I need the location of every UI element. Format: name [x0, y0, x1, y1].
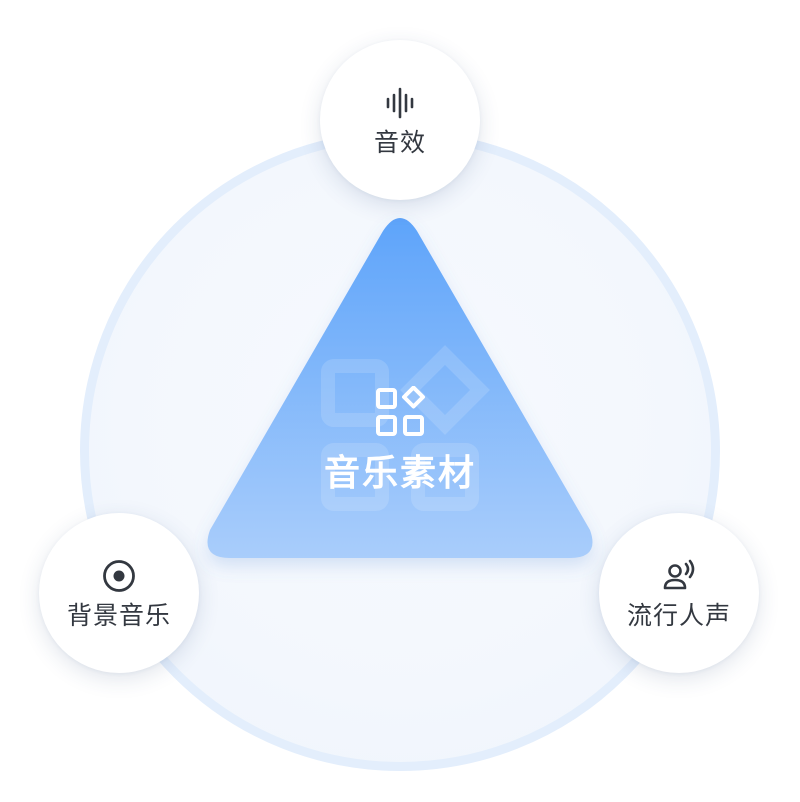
node-label: 音效: [373, 127, 426, 157]
vinyl-record-icon: [102, 559, 136, 593]
node-sound-effects[interactable]: 音效: [320, 40, 480, 200]
decorative-shapes: [321, 345, 490, 511]
grid-diamond-icon: [376, 386, 425, 436]
waveform-icon: [383, 86, 417, 120]
node-label: 背景音乐: [66, 600, 171, 630]
node-label: 流行人声: [626, 600, 731, 630]
center-title: 音乐素材: [323, 453, 476, 494]
voice-person-icon: [662, 559, 696, 593]
node-pop-vocals[interactable]: 流行人声: [599, 513, 759, 673]
node-background-music[interactable]: 背景音乐: [39, 513, 199, 673]
